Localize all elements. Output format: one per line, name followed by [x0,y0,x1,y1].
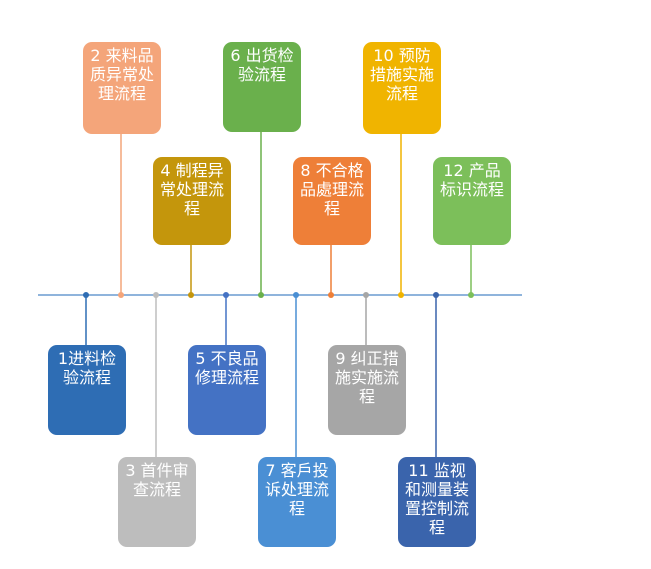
step-box-4: 4 制程异常处理流程 [153,157,231,245]
step-box-7: 7 客戶投诉处理流程 [258,457,336,547]
connectors [85,132,472,457]
timeline-dots [83,292,474,298]
timeline-dot-4 [188,292,194,298]
timeline-dot-9 [363,292,369,298]
step-label-7: 7 客戶投诉处理流程 [264,461,329,518]
timeline-dot-11 [433,292,439,298]
step-label-8: 8 不合格品處理流程 [299,161,364,218]
timeline-dot-3 [153,292,159,298]
step-box-3: 3 首件审查流程 [118,457,196,547]
step-label-12: 12 产品标识流程 [439,161,504,199]
step-label-5: 5 不良品修理流程 [194,349,259,387]
step-label-4: 4 制程异常处理流程 [159,161,224,218]
timeline-dot-2 [118,292,124,298]
step-label-2: 2 来料品质异常处理流程 [89,46,154,103]
step-label-11: 11 监视和测量装置控制流程 [404,461,469,537]
step-label-1: 1进料检验流程 [57,349,117,387]
step-box-11: 11 监视和测量装置控制流程 [398,457,476,547]
step-box-10: 10 预防措施实施流程 [363,42,441,134]
timeline-dot-7 [293,292,299,298]
timeline-dot-10 [398,292,404,298]
step-label-3: 3 首件审查流程 [125,461,189,499]
step-label-6: 6 出货检验流程 [230,46,294,84]
step-box-2: 2 来料品质异常处理流程 [83,42,161,134]
step-label-10: 10 预防措施实施流程 [369,46,434,103]
step-box-12: 12 产品标识流程 [433,157,511,245]
step-box-5: 5 不良品修理流程 [188,345,266,435]
step-box-8: 8 不合格品處理流程 [293,157,371,245]
timeline-dot-5 [223,292,229,298]
timeline-dot-6 [258,292,264,298]
step-box-9: 9 纠正措施实施流程 [328,345,406,435]
timeline-dot-12 [468,292,474,298]
timeline-dot-8 [328,292,334,298]
step-box-6: 6 出货检验流程 [223,42,301,132]
step-label-9: 9 纠正措施实施流程 [334,349,399,406]
step-box-1: 1进料检验流程 [48,345,126,435]
timeline-dot-1 [83,292,89,298]
